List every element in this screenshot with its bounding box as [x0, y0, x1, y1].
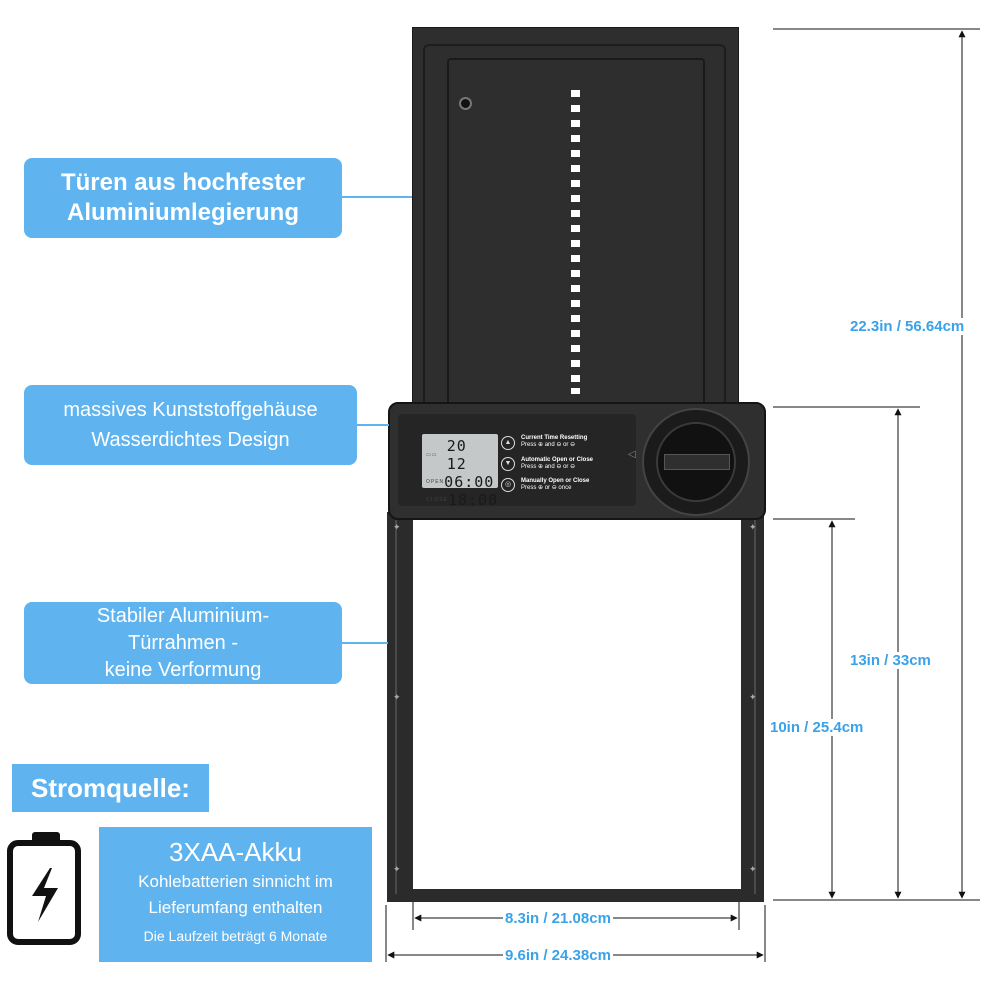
dim-total-height: 22.3in / 56.64cm [848, 318, 967, 335]
leader-frame [342, 642, 388, 644]
door-slot-column [571, 90, 580, 394]
battery-note-1: Kohlebatterien sinnicht im [138, 872, 333, 891]
battery-icon [7, 832, 81, 945]
callout-door-material: Türen aus hochfester Aluminiumlegierung [24, 158, 342, 238]
lcd-row-1: ▭▭20 12 [426, 437, 467, 473]
battery-cover-knob[interactable] [642, 408, 750, 516]
callout-frame: Stabiler Aluminium- Türrahmen - keine Ve… [24, 602, 342, 684]
leader-housing [357, 424, 389, 426]
door-frame: ✦ ✦ ✦ ✦ ✦ ✦ [387, 512, 764, 902]
set-button[interactable]: ◎ [501, 478, 515, 492]
rotate-arrow-icon: ◁ [628, 449, 636, 460]
battery-type: 3XAA-Akku [169, 837, 302, 867]
leader-door [342, 196, 412, 198]
up-button[interactable]: ▲ [501, 436, 515, 450]
down-button[interactable]: ▼ [501, 457, 515, 471]
dim-opening-width: 8.3in / 21.08cm [503, 910, 613, 927]
battery-info-box: 3XAA-Akku Kohlebatterien sinnicht im Lie… [99, 827, 372, 962]
battery-note-2: Lieferumfang enthalten [148, 898, 323, 917]
dim-frame-height: 13in / 33cm [848, 652, 933, 669]
power-source-title: Stromquelle: [12, 764, 209, 812]
callout-housing: massives Kunststoffgehäuse Wasserdichtes… [24, 385, 357, 465]
door-screw-icon [459, 97, 472, 110]
dim-opening-height: 10in / 25.4cm [768, 719, 866, 736]
battery-runtime: Die Laufzeit beträgt 6 Monate [143, 928, 328, 944]
dim-total-width: 9.6in / 24.38cm [503, 947, 613, 964]
